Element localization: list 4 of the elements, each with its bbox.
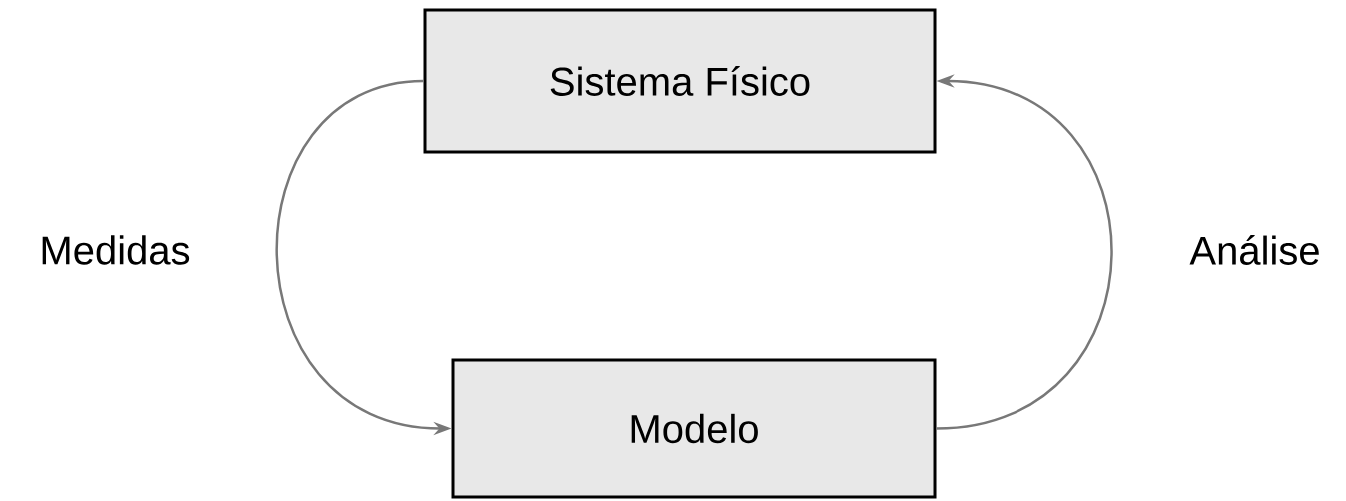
edge-label: Análise [1187, 233, 1323, 267]
process-box: Sistema Físico [423, 8, 937, 154]
process-box: Modelo [451, 358, 937, 499]
edge-label: Medidas [37, 233, 193, 267]
